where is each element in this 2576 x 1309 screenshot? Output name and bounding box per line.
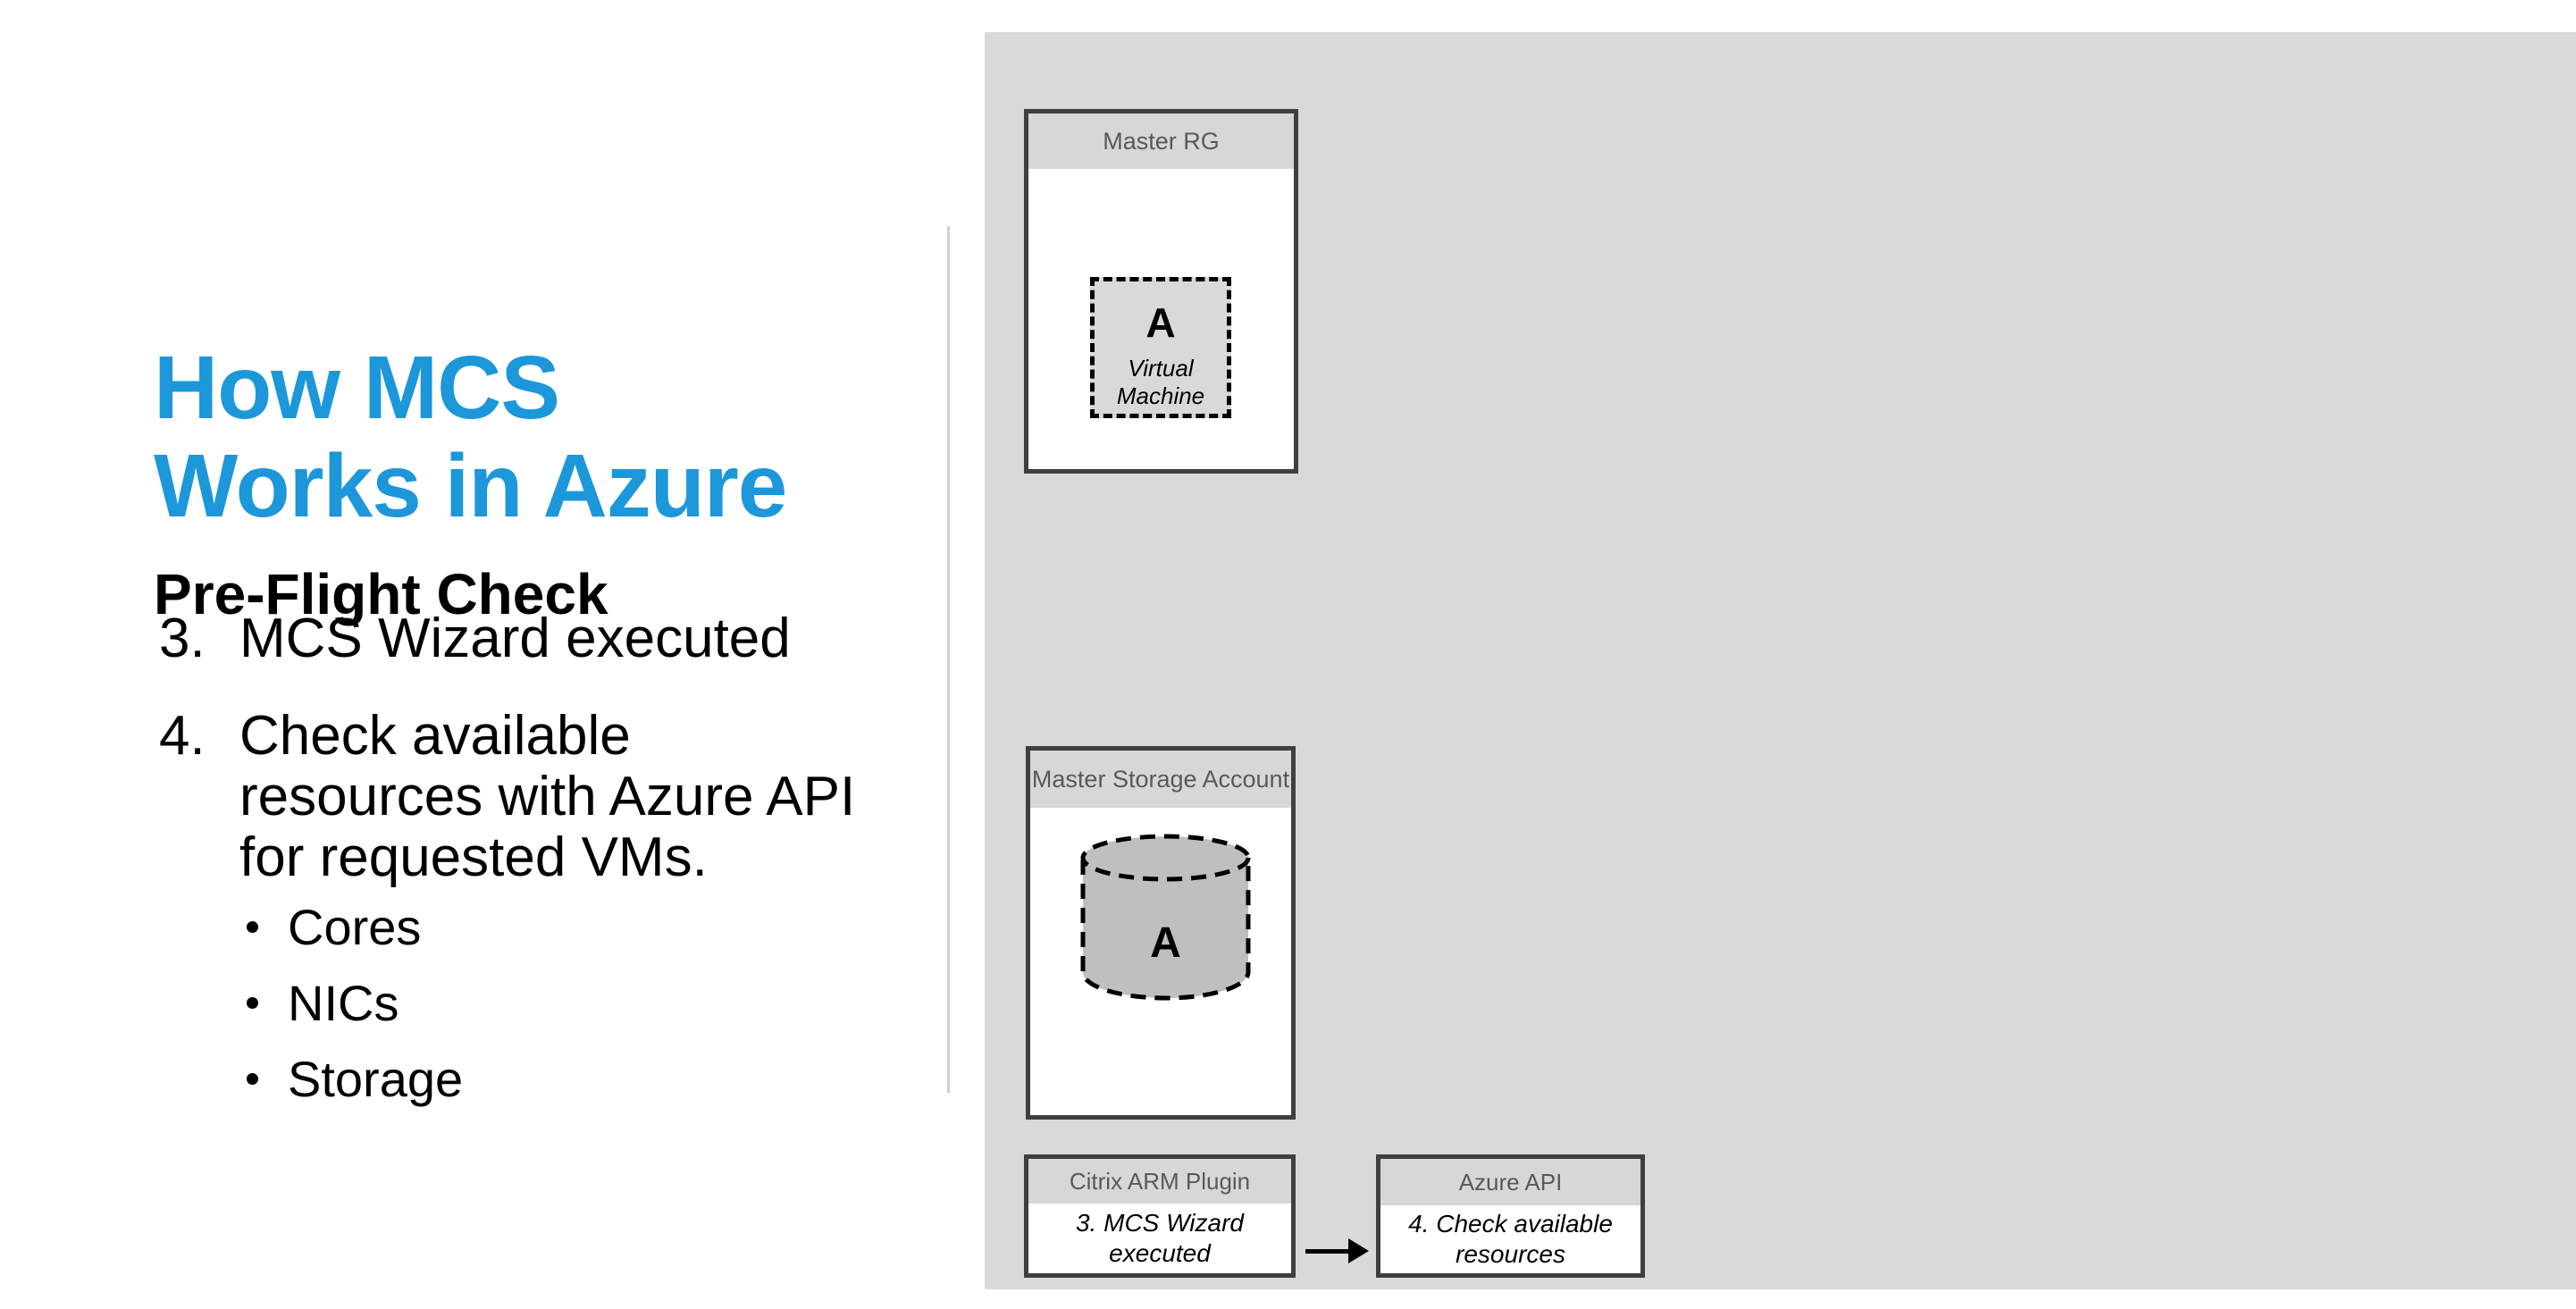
step-number: 4.: [159, 705, 206, 767]
step-text-line: MCS Wizard executed: [239, 608, 791, 669]
citrix-arm-plugin-box: Citrix ARM Plugin 3. MCS Wizard executed: [1024, 1154, 1296, 1278]
azure-api-body-line: 4. Check available: [1408, 1210, 1613, 1238]
vm-letter: A: [1145, 299, 1176, 346]
vm-caption-line: Machine: [1116, 382, 1205, 409]
citrix-arm-plugin-body-line: executed: [1109, 1239, 1211, 1267]
bullet-item: Storage: [247, 1050, 463, 1107]
page-title-line1: How MCS: [154, 338, 560, 438]
master-storage-account-title: Master Storage Account: [1030, 751, 1291, 808]
step-text-line: resources with Azure API: [239, 766, 856, 827]
step-text-line: Check available: [239, 705, 631, 767]
citrix-arm-plugin-title: Citrix ARM Plugin: [1028, 1159, 1291, 1204]
master-rg-box: Master RG A Virtual Machine: [1024, 109, 1298, 474]
step-text-line: for requested VMs.: [239, 827, 708, 888]
bullet-dot-icon: [247, 996, 258, 1009]
bullet-label: NICs: [288, 974, 399, 1031]
citrix-arm-plugin-body-line: 3. MCS Wizard: [1075, 1209, 1244, 1237]
bullet-item: NICs: [247, 974, 399, 1031]
section-subtitle: Pre-Flight Check: [154, 562, 608, 627]
azure-api-box: Azure API 4. Check available resources: [1376, 1154, 1645, 1278]
bullet-item: Cores: [247, 898, 421, 955]
master-rg-title: Master RG: [1028, 113, 1294, 169]
arrow-right-icon: [1305, 1238, 1369, 1263]
step-item-4: 4. Check available resources with Azure …: [159, 706, 855, 888]
bullet-dot-icon: [247, 1072, 258, 1085]
database-cylinder-icon: A: [1079, 831, 1252, 1001]
vm-caption-line: Virtual: [1128, 355, 1194, 382]
page-title-line2: Works in Azure: [154, 436, 787, 536]
section-divider: [947, 226, 950, 1093]
step-item-3: 3. MCS Wizard executed: [159, 608, 791, 669]
bullet-label: Storage: [288, 1050, 464, 1107]
virtual-machine-icon: A Virtual Machine: [1090, 277, 1231, 418]
arrow-head: [1348, 1238, 1369, 1263]
disk-letter: A: [1150, 919, 1181, 967]
azure-api-title: Azure API: [1380, 1159, 1640, 1205]
azure-api-body-line: resources: [1456, 1240, 1565, 1268]
master-storage-account-box: Master Storage Account A: [1026, 746, 1296, 1120]
page-title: How MCS Works in Azure: [154, 338, 787, 536]
bullet-label: Cores: [288, 898, 422, 955]
step-number: 3.: [159, 608, 206, 669]
bullet-dot-icon: [247, 920, 258, 933]
arrow-shaft: [1305, 1249, 1350, 1254]
